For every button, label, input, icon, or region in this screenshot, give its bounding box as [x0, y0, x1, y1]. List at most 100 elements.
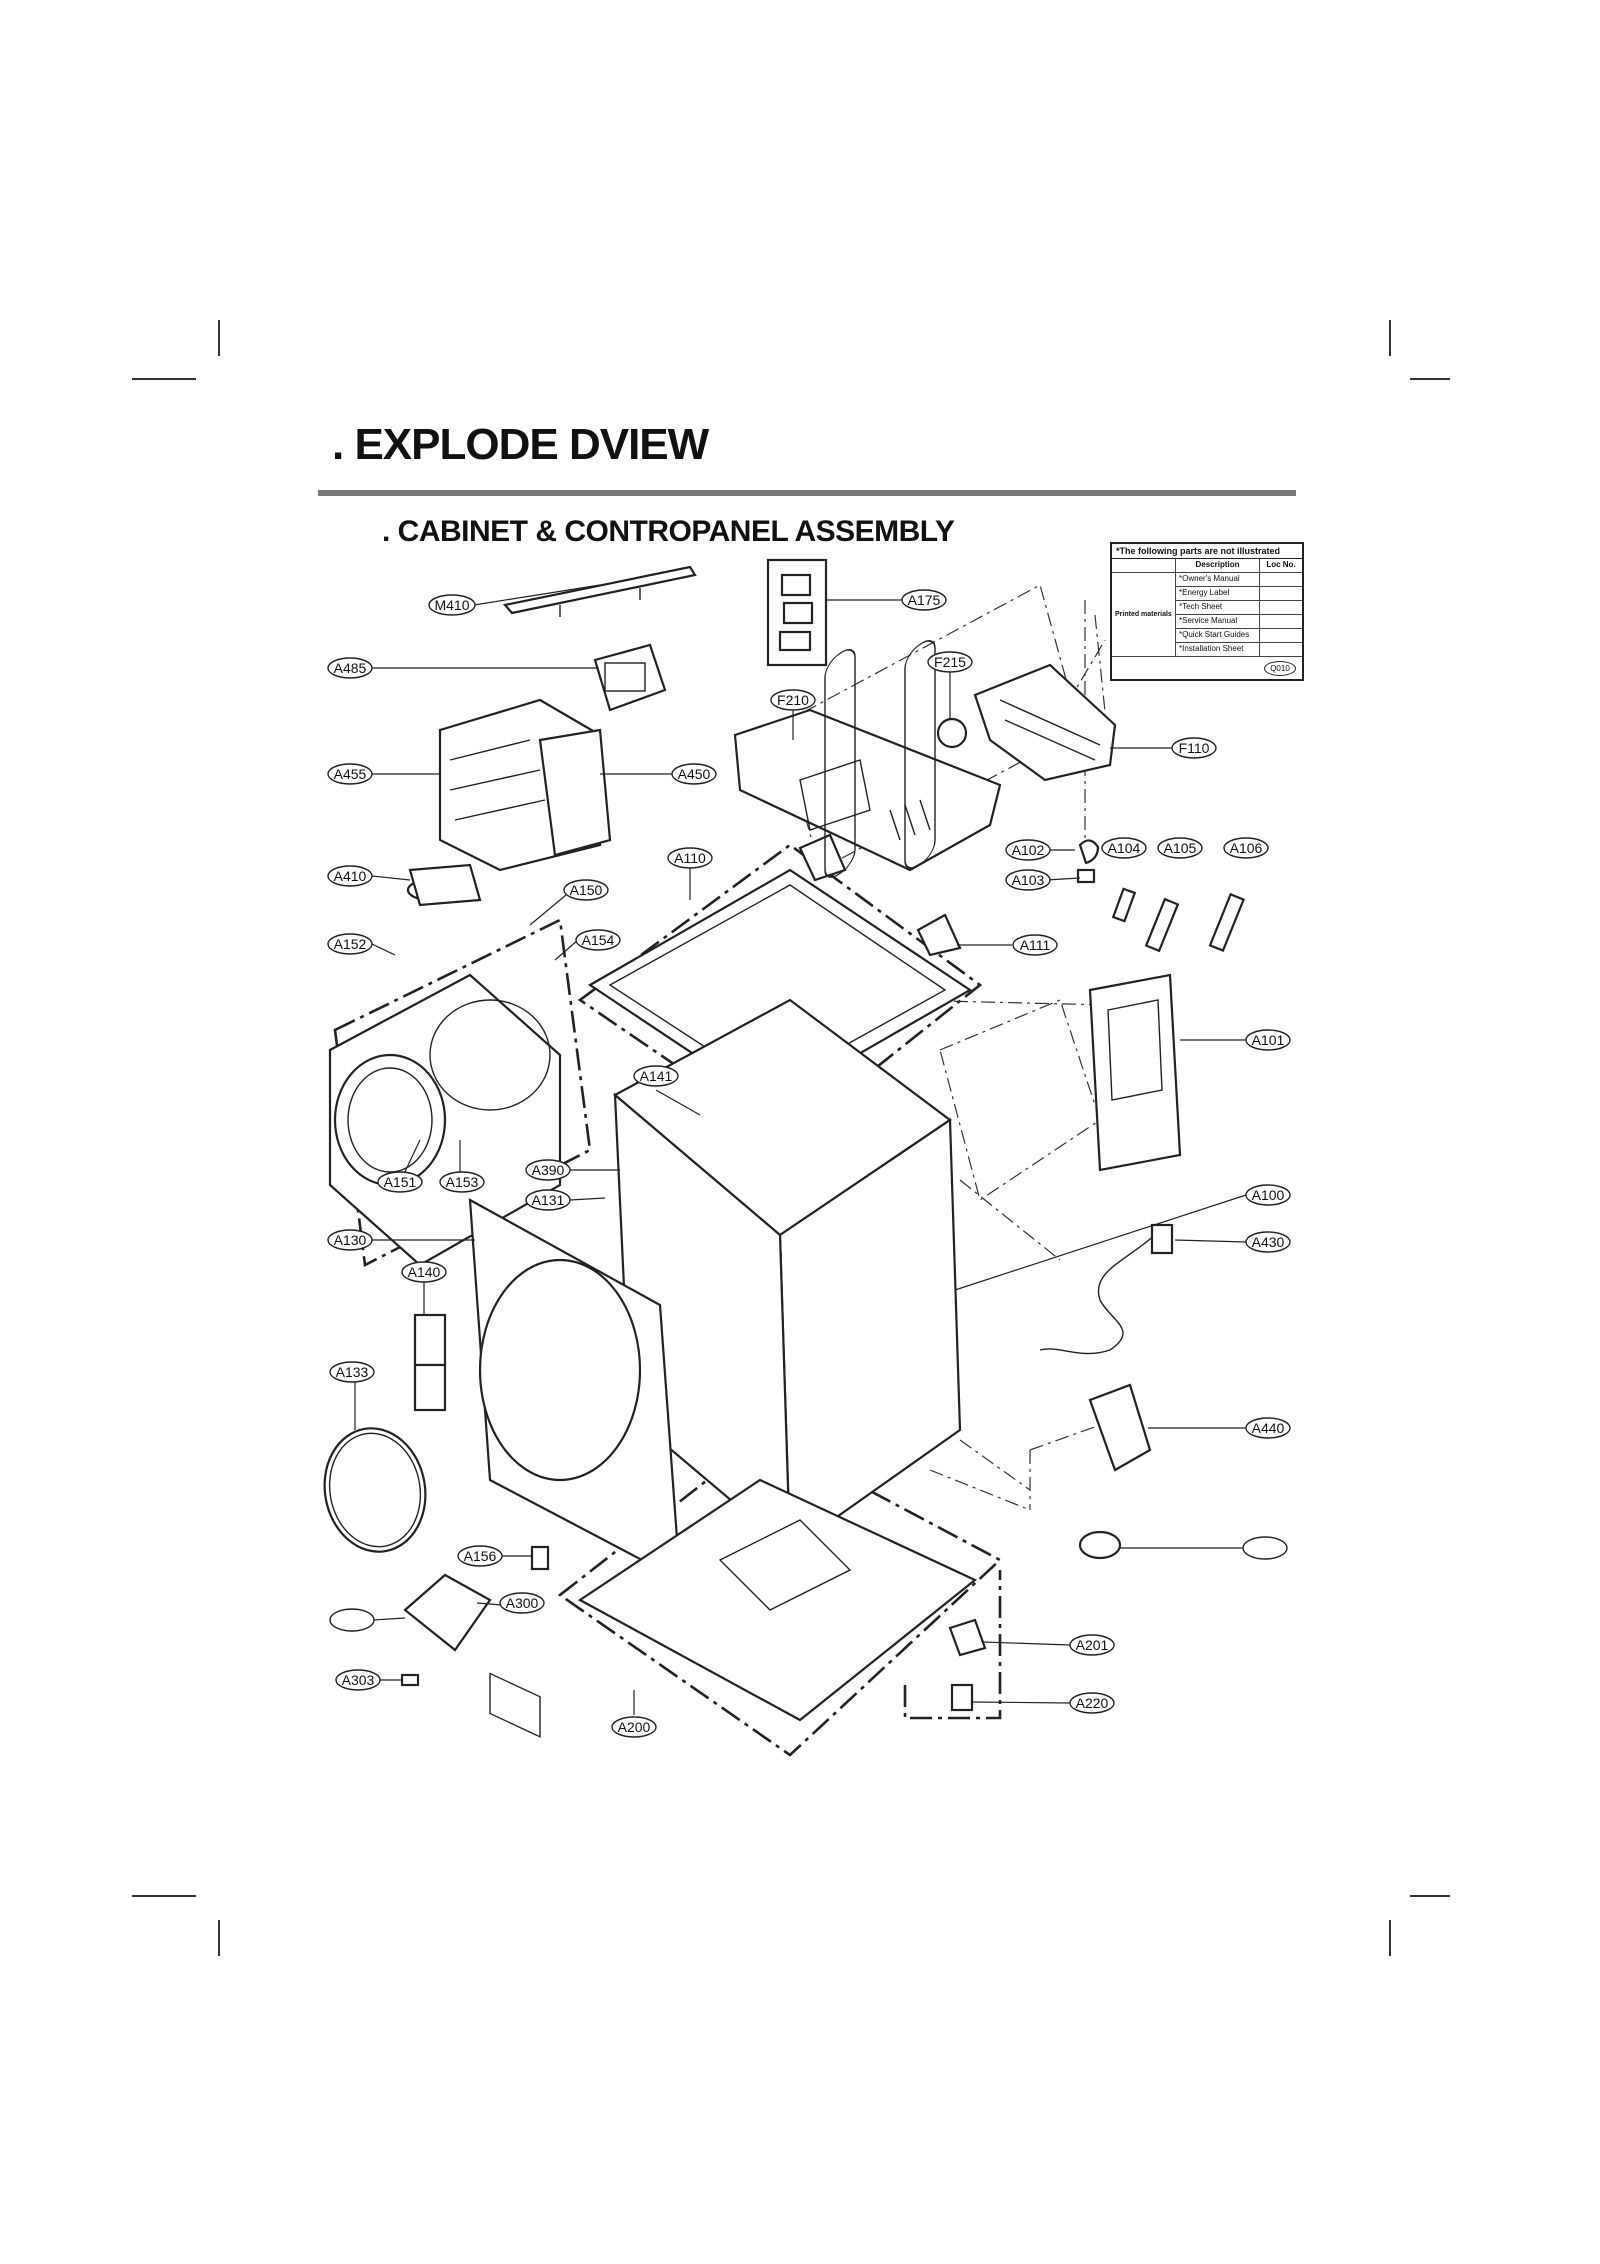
callout-A200: A200 — [611, 1716, 657, 1738]
callout-text: A201 — [1076, 1637, 1109, 1653]
callout-text: A175 — [908, 592, 941, 608]
table-footer: Q010 — [1112, 657, 1302, 679]
crop-mark — [1389, 1920, 1391, 1956]
callout-A430: A430 — [1245, 1231, 1291, 1253]
not-illustrated-title: *The following parts are not illustrated — [1112, 544, 1302, 559]
callout-A100: A100 — [1245, 1184, 1291, 1206]
callout-text: F210 — [777, 692, 809, 708]
callout-text: F215 — [934, 654, 966, 670]
callout-text: A104 — [1108, 840, 1141, 856]
list-item: *Installation Sheet — [1176, 643, 1260, 657]
drain-cap — [1078, 1530, 1122, 1560]
callout-A140: A140 — [401, 1261, 447, 1283]
base-outline-extension — [903, 1570, 1002, 1720]
list-item: *Quick Start Guides — [1176, 629, 1260, 643]
hinge — [798, 833, 847, 882]
base-outline — [557, 1433, 1003, 1757]
base — [577, 1478, 978, 1722]
callout-text: A130 — [334, 1232, 367, 1248]
callout-text: A220 — [1076, 1695, 1109, 1711]
callout-A111: A111 — [1012, 934, 1058, 956]
callout-text: A152 — [334, 936, 367, 952]
page-subheading: . CABINET & CONTROPANEL ASSEMBLY — [382, 515, 955, 548]
pcb-box — [593, 643, 667, 712]
callout-text: A153 — [446, 1174, 479, 1190]
callout-blank — [329, 1608, 375, 1632]
callout-A410: A410 — [327, 865, 373, 887]
callout-A153: A153 — [439, 1171, 485, 1193]
callout-A390: A390 — [525, 1159, 571, 1181]
callout-text: A150 — [570, 882, 603, 898]
footer-code: Q010 — [1264, 661, 1296, 676]
callout-A101: A101 — [1245, 1029, 1291, 1051]
door-opening — [478, 1258, 642, 1482]
callout-A175: A175 — [901, 589, 947, 611]
callout-A102: A102 — [1005, 839, 1051, 861]
callout-text: A103 — [1012, 872, 1045, 888]
description-header: Description — [1176, 559, 1260, 573]
service-cover — [403, 1573, 492, 1652]
callout-text: A485 — [334, 660, 367, 676]
callout-A156: A156 — [457, 1545, 503, 1567]
damper — [1144, 897, 1180, 953]
back-cover — [1088, 973, 1182, 1172]
callout-text: A156 — [464, 1548, 497, 1564]
small-part — [530, 1545, 550, 1571]
callout-A141: A141 — [633, 1065, 679, 1087]
hook — [1078, 839, 1100, 865]
callout-text: A141 — [640, 1068, 673, 1084]
callout-text: A131 — [532, 1192, 565, 1208]
callout-A105: A105 — [1157, 837, 1203, 859]
parts — [323, 558, 1246, 1738]
callout-text: A200 — [618, 1719, 651, 1735]
callout-text: A455 — [334, 766, 367, 782]
callout-text: A111 — [1020, 937, 1051, 953]
callout-A104: A104 — [1101, 837, 1147, 859]
callout-text: A440 — [1252, 1420, 1285, 1436]
callout-A150: A150 — [563, 879, 609, 901]
door-hinge — [413, 1313, 447, 1367]
callout-F110: F110 — [1171, 737, 1217, 759]
display-board — [973, 663, 1117, 782]
callout-text: A101 — [1252, 1032, 1285, 1048]
callout-A485: A485 — [327, 657, 373, 679]
callout-text: A303 — [342, 1672, 375, 1688]
small-fitting — [400, 1673, 420, 1687]
crop-mark — [132, 378, 196, 380]
loc-header: Loc No. — [1260, 559, 1302, 573]
callout-text: A110 — [674, 850, 706, 866]
top-bracket — [502, 565, 697, 615]
crop-mark — [218, 320, 220, 356]
knob — [936, 717, 968, 749]
callout-A131: A131 — [525, 1189, 571, 1211]
callout-text: A300 — [506, 1595, 539, 1611]
callout-text: A100 — [1252, 1187, 1285, 1203]
callout-A130: A130 — [327, 1229, 373, 1251]
crop-mark — [218, 1920, 220, 1956]
crop-mark — [1410, 378, 1450, 380]
heading-rule — [318, 490, 1296, 496]
callout-A103: A103 — [1005, 869, 1051, 891]
callout-text: A154 — [582, 932, 615, 948]
callout-text: A105 — [1164, 840, 1197, 856]
callout-text: F110 — [1179, 740, 1210, 756]
callout-A106: A106 — [1223, 837, 1269, 859]
callout-text: A430 — [1252, 1234, 1285, 1250]
not-illustrated-table: *The following parts are not illustrated… — [1110, 542, 1304, 681]
list-item: *Owner's Manual — [1176, 573, 1260, 587]
callout-text: A450 — [678, 766, 711, 782]
blank-head-cell — [1112, 559, 1176, 573]
callout-labels: M410 A175 A485 F215 F210 F110 A455 A450 … — [327, 589, 1291, 1738]
callout-A300: A300 — [499, 1592, 545, 1614]
callout-text: A390 — [532, 1162, 565, 1178]
callout-text: A410 — [334, 868, 367, 884]
callout-text: A151 — [384, 1174, 417, 1190]
callout-A440: A440 — [1245, 1417, 1291, 1439]
power-cord — [1039, 1229, 1161, 1355]
callout-text: M410 — [434, 597, 469, 613]
list-item: *Service Manual — [1176, 615, 1260, 629]
page-heading: . EXPLODE DVIEW — [332, 420, 709, 469]
noise-filter — [1088, 1383, 1152, 1472]
hinge — [916, 913, 962, 957]
